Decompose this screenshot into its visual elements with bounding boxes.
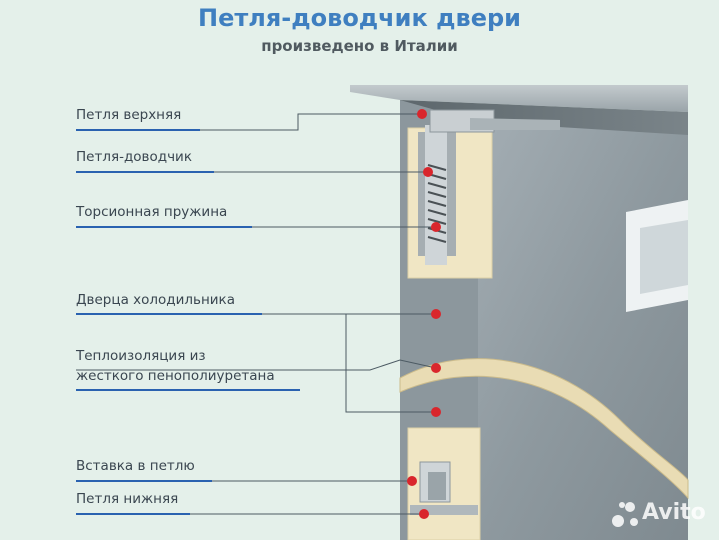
- insulation-layer: [399, 358, 689, 500]
- watermark-text: Avito: [642, 500, 706, 525]
- label-insulation-line2: жесткого пенополиуретана: [76, 368, 275, 384]
- door-face: [478, 122, 688, 540]
- label-insulation-line1: Теплоизоляция из: [76, 348, 206, 364]
- marker-torsion-spring: [431, 222, 441, 232]
- label-bottom-hinge: Петля нижняя: [76, 491, 179, 507]
- bottom-hinge-cutout: [407, 427, 481, 540]
- label-torsion-spring: Торсионная пружина: [76, 204, 228, 220]
- marker-hinge-insert: [407, 476, 417, 486]
- marker-door: [431, 309, 441, 319]
- page-title: Петля-доводчик двери: [198, 4, 521, 32]
- label-hinge-insert: Вставка в петлю: [76, 458, 195, 474]
- marker-closer-hinge: [423, 167, 433, 177]
- marker-bottom-hinge: [419, 509, 429, 519]
- cabinet-top: [350, 85, 688, 112]
- marker-dots: [407, 109, 441, 519]
- label-underlines: [76, 129, 300, 515]
- label-fridge-door: Дверца холодильника: [76, 292, 235, 308]
- page-subtitle: произведено в Италии: [261, 37, 458, 55]
- door-handle: [626, 200, 688, 312]
- marker-door-inner: [431, 407, 441, 417]
- label-top-hinge: Петля верхняя: [76, 107, 182, 123]
- marker-top-hinge: [417, 109, 427, 119]
- avito-logo-icon: [612, 502, 638, 527]
- marker-insulation: [431, 363, 441, 373]
- label-closer-hinge: Петля-доводчик: [76, 149, 192, 165]
